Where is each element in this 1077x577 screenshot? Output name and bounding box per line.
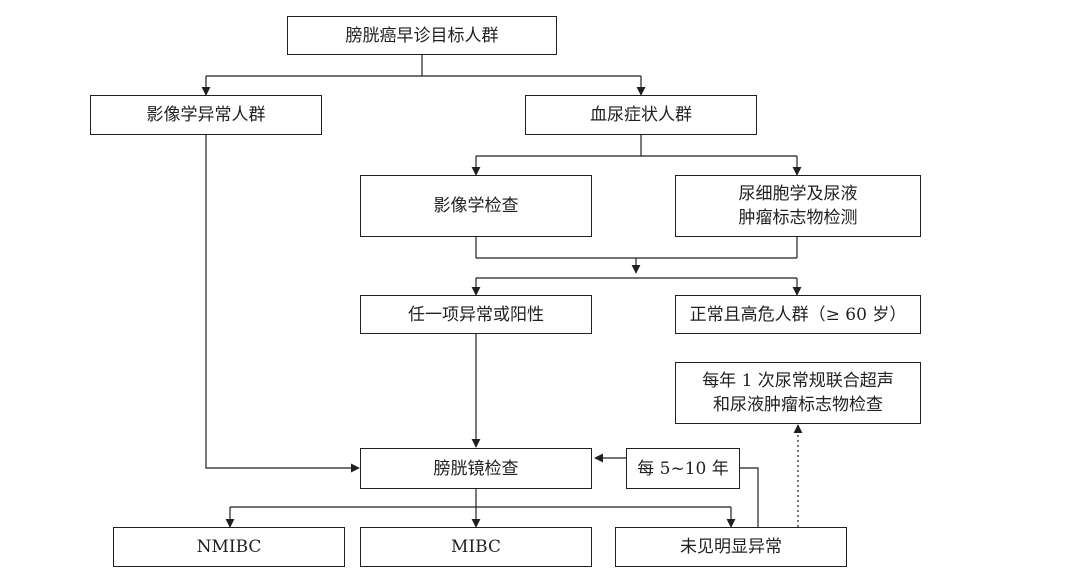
node-cystoscopy: 膀胱镜检查 [360, 448, 592, 489]
node-cytology-label-line1: 尿细胞学及尿液 [738, 184, 858, 204]
node-nmibc-label: NMIBC [196, 537, 262, 557]
node-mibc-label: MIBC [451, 537, 501, 557]
node-any-abnormal-label: 任一项异常或阳性 [408, 304, 544, 325]
node-normal-high-risk: 正常且高危人群（≥ 60 岁） [675, 295, 921, 334]
node-mibc: MIBC [360, 527, 592, 567]
node-imaging-exam-label: 影像学检查 [433, 196, 519, 216]
node-cytology-label-line2: 肿瘤标志物检测 [738, 208, 858, 228]
node-imaging-exam: 影像学检查 [360, 175, 592, 237]
node-imaging-abnormal-label: 影像学异常人群 [146, 105, 266, 125]
node-cytology: 尿细胞学及尿液 肿瘤标志物检测 [675, 175, 921, 237]
node-nmibc: NMIBC [113, 527, 345, 567]
node-hematuria: 血尿症状人群 [525, 95, 757, 135]
node-no-abnormality: 未见明显异常 [615, 527, 847, 567]
node-annual-check-label-line2: 和尿液肿瘤标志物检查 [713, 395, 883, 415]
node-any-abnormal: 任一项异常或阳性 [360, 295, 592, 334]
node-annual-check: 每年 1 次尿常规联合超声 和尿液肿瘤标志物检查 [675, 362, 921, 424]
node-interval: 每 5~10 年 [626, 448, 740, 489]
node-interval-label: 每 5~10 年 [637, 458, 729, 479]
arrow-imaging-abnormal-to-cystoscopy [205, 135, 360, 473]
node-target-population: 膀胱癌早诊目标人群 [287, 16, 557, 55]
connector-no-abnormality-to-interval [740, 467, 759, 527]
node-target-population-label: 膀胱癌早诊目标人群 [345, 25, 499, 46]
node-hematuria-label: 血尿症状人群 [590, 105, 692, 125]
node-no-abnormality-label: 未见明显异常 [680, 537, 782, 557]
node-cystoscopy-label: 膀胱镜检查 [433, 458, 519, 479]
node-normal-high-risk-label: 正常且高危人群（≥ 60 岁） [689, 304, 907, 325]
node-annual-check-label-line1: 每年 1 次尿常规联合超声 [702, 371, 894, 391]
node-imaging-abnormal: 影像学异常人群 [90, 95, 322, 135]
